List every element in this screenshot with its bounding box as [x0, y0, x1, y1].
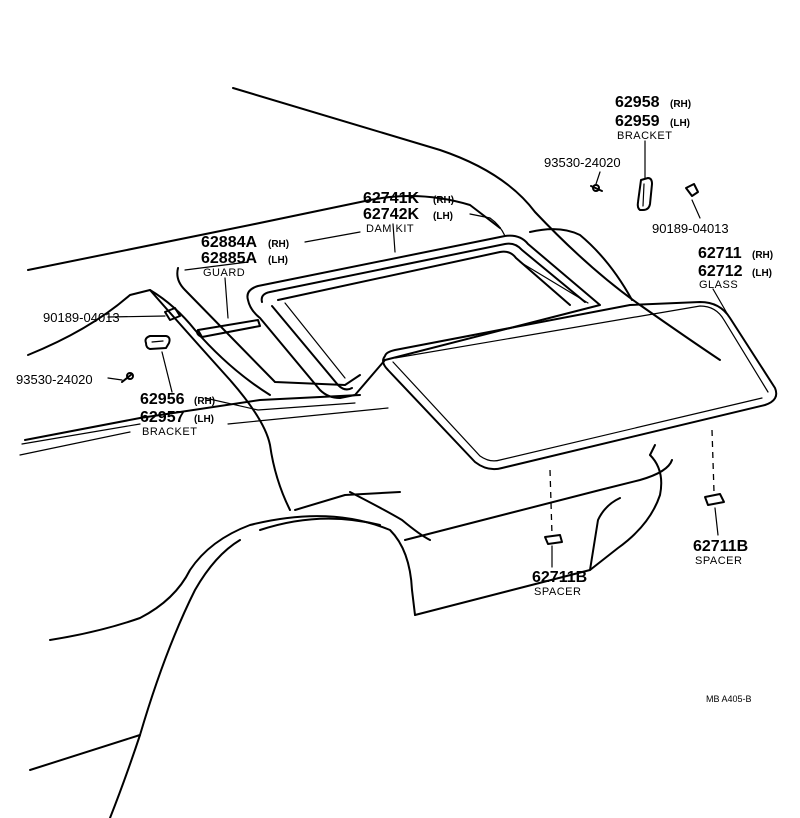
- guard-lh-number: 62885A: [201, 250, 257, 267]
- leader-lines: [21, 140, 729, 568]
- callout-spacer-right: 62711B SPACER: [693, 538, 748, 567]
- guard-lh-side: (LH): [268, 255, 288, 266]
- dam-kit-lh-number: 62742K: [363, 206, 419, 223]
- bracket-front-lh-number: 62957: [140, 409, 185, 426]
- guard-name: GUARD: [203, 267, 245, 279]
- bracket-front-lh-side: (LH): [194, 414, 214, 425]
- dam-kit-rh-number: 62741K: [363, 190, 419, 207]
- clip-front-number: 90189-04013: [43, 310, 120, 325]
- callout-bracket-rear: 62958 (RH) 62959 (LH) BRACKET: [615, 94, 691, 142]
- spacer-right-name: SPACER: [695, 555, 742, 567]
- guard-strip: [196, 319, 261, 338]
- spacer-center-name: SPACER: [534, 586, 581, 598]
- glass-lh-side: (LH): [752, 268, 772, 279]
- spacer-center-number: 62711B: [532, 569, 587, 586]
- spacer-parts: [544, 429, 725, 545]
- bracket-rear-rh-side: (RH): [670, 99, 691, 110]
- glass-name: GLASS: [699, 279, 738, 291]
- fasteners: [121, 177, 699, 383]
- callout-guard: 62884A (RH) 62885A (LH) GUARD: [201, 234, 289, 279]
- spacer-right-number: 62711B: [693, 538, 748, 555]
- bracket-front-rh-number: 62956: [140, 391, 185, 408]
- bracket-front-rh-side: (RH): [194, 396, 215, 407]
- car-body: [19, 87, 721, 818]
- screw-rear-number: 93530-24020: [544, 155, 621, 170]
- guard-rh-number: 62884A: [201, 234, 257, 251]
- bracket-front-name: BRACKET: [142, 426, 197, 438]
- screw-front-number: 93530-24020: [16, 372, 93, 387]
- bracket-rear-lh-number: 62959: [615, 113, 660, 130]
- glass-rh-side: (RH): [752, 250, 773, 261]
- bracket-rear-lh-side: (LH): [670, 118, 690, 129]
- guard-rh-side: (RH): [268, 239, 289, 250]
- dam-kit-name: DAM KIT: [366, 223, 414, 235]
- dam-kit-frame: [246, 234, 601, 399]
- dam-kit-rh-side: (RH): [433, 195, 454, 206]
- glass-rh-number: 62711: [698, 245, 742, 262]
- clip-rear-number: 90189-04013: [652, 221, 729, 236]
- callout-bracket-front: 62956 (RH) 62957 (LH) BRACKET: [140, 391, 215, 438]
- bracket-rear-rh-number: 62958: [615, 94, 660, 111]
- dam-kit-lh-side: (LH): [433, 211, 453, 222]
- figure-reference: MB A405-B: [706, 694, 752, 704]
- callout-spacer-center: 62711B SPACER: [532, 569, 587, 598]
- callout-dam-kit: 62741K (RH) 62742K (LH) DAM KIT: [363, 190, 454, 235]
- callout-glass: 62711 (RH) 62712 (LH) GLASS: [698, 245, 773, 291]
- glass-lh-number: 62712: [698, 263, 743, 280]
- bracket-rear-name: BRACKET: [617, 130, 672, 142]
- glass-panel: [382, 301, 778, 471]
